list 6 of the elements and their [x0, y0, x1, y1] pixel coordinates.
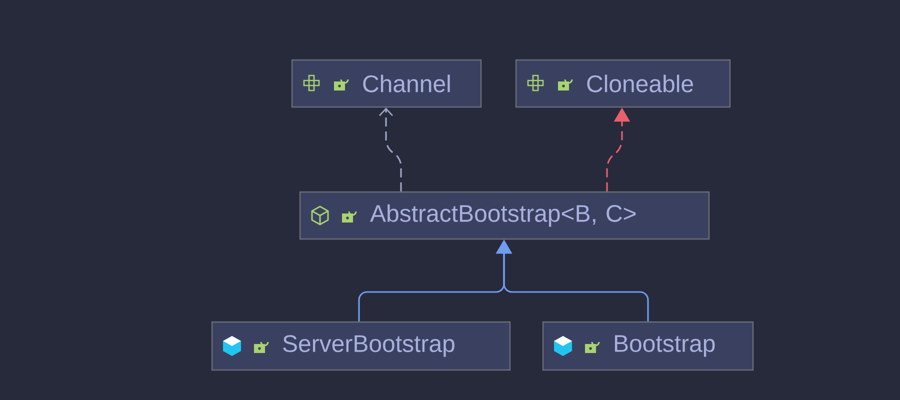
- arrow: [379, 108, 402, 192]
- class-box: ServerBootstrap: [211, 321, 511, 371]
- class-box: Channel: [291, 59, 482, 108]
- class-box: Bootstrap: [542, 321, 754, 371]
- class-box: AbstractBootstrap<B, C>: [299, 191, 710, 240]
- class-box: Cloneable: [515, 59, 731, 108]
